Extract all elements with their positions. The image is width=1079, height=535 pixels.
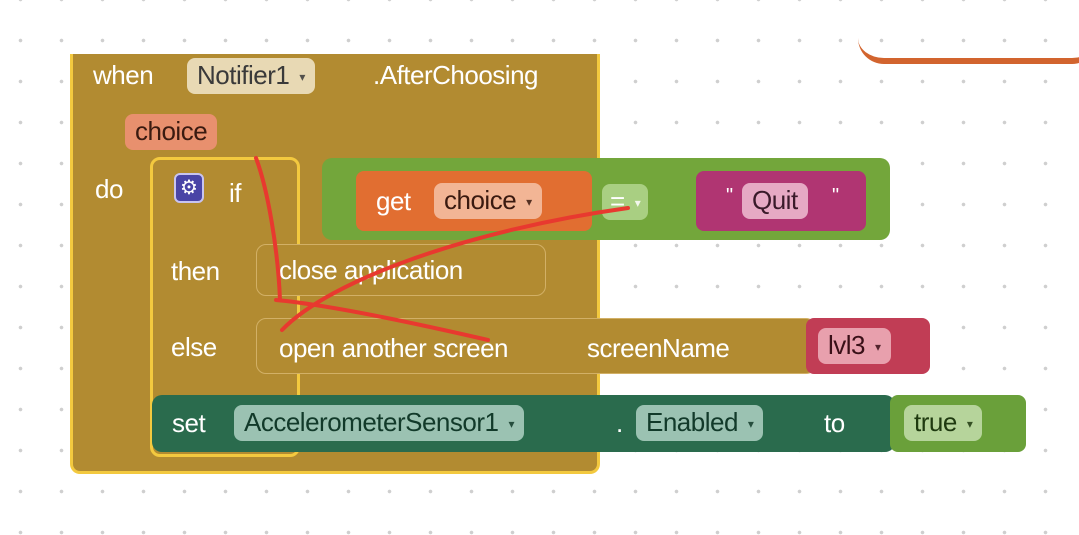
dropdown-arrow-icon: ▾ [875,340,881,355]
dropdown-arrow-icon: ▾ [634,196,641,211]
if-label: if [229,178,242,208]
param-choice-label: choice [135,116,208,146]
do-label: do [95,174,123,204]
dropdown-arrow-icon: ▾ [526,195,532,210]
else-label: else [171,332,217,362]
operator-value: = [610,186,625,216]
to-label: to [824,408,845,438]
boolean-dropdown[interactable]: true ▾ [904,405,983,441]
close-quote: " [832,185,839,207]
set-component-value: AccelerometerSensor1 [244,407,499,437]
dropdown-arrow-icon: ▾ [508,417,514,432]
when-label: when [93,60,154,90]
component-dropdown[interactable]: Notifier1 ▾ [187,58,315,94]
screen-dropdown[interactable]: lvl3 ▾ [818,328,891,364]
dropdown-arrow-icon: ▾ [747,417,754,432]
close-application-label: close application [279,255,463,285]
text-value: Quit [752,185,798,215]
set-label: set [172,408,206,438]
screen-name-block[interactable]: lvl3 ▾ [806,318,930,374]
close-application-block[interactable]: close application [256,244,546,296]
open-another-screen-block[interactable]: open another screen screenName [256,318,816,374]
set-component-dropdown[interactable]: AccelerometerSensor1 ▾ [234,405,524,441]
text-value-field[interactable]: Quit [742,183,808,219]
text-block[interactable]: " Quit " [696,171,866,231]
screen-dropdown-value: lvl3 [828,330,866,360]
variable-dropdown-value: choice [444,185,517,215]
component-dropdown-value: Notifier1 [197,60,290,90]
dropdown-arrow-icon: ▾ [966,417,973,432]
boolean-value: true [914,407,957,437]
dot-label: . [616,408,623,438]
dropdown-arrow-icon: ▾ [299,70,305,85]
gear-icon[interactable]: ⚙ [174,173,204,203]
true-block[interactable]: true ▾ [890,395,1026,452]
partial-block-edge [858,30,1079,64]
screen-name-label: screenName [587,333,730,363]
property-dropdown[interactable]: Enabled ▾ [636,405,764,441]
get-variable-block[interactable]: get choice ▾ [356,171,592,231]
set-accelerometer-enabled-block[interactable]: set AccelerometerSensor1 ▾ . Enabled ▾ to [152,395,895,452]
then-label: then [171,256,220,286]
param-choice[interactable]: choice [125,114,218,150]
open-quote: " [726,185,733,207]
event-name-label: .AfterChoosing [373,60,538,90]
variable-dropdown[interactable]: choice ▾ [434,183,542,219]
get-label: get [376,186,411,216]
property-value: Enabled [646,407,738,437]
open-another-screen-label: open another screen [279,333,509,363]
operator-dropdown[interactable]: =▾ [602,184,649,220]
